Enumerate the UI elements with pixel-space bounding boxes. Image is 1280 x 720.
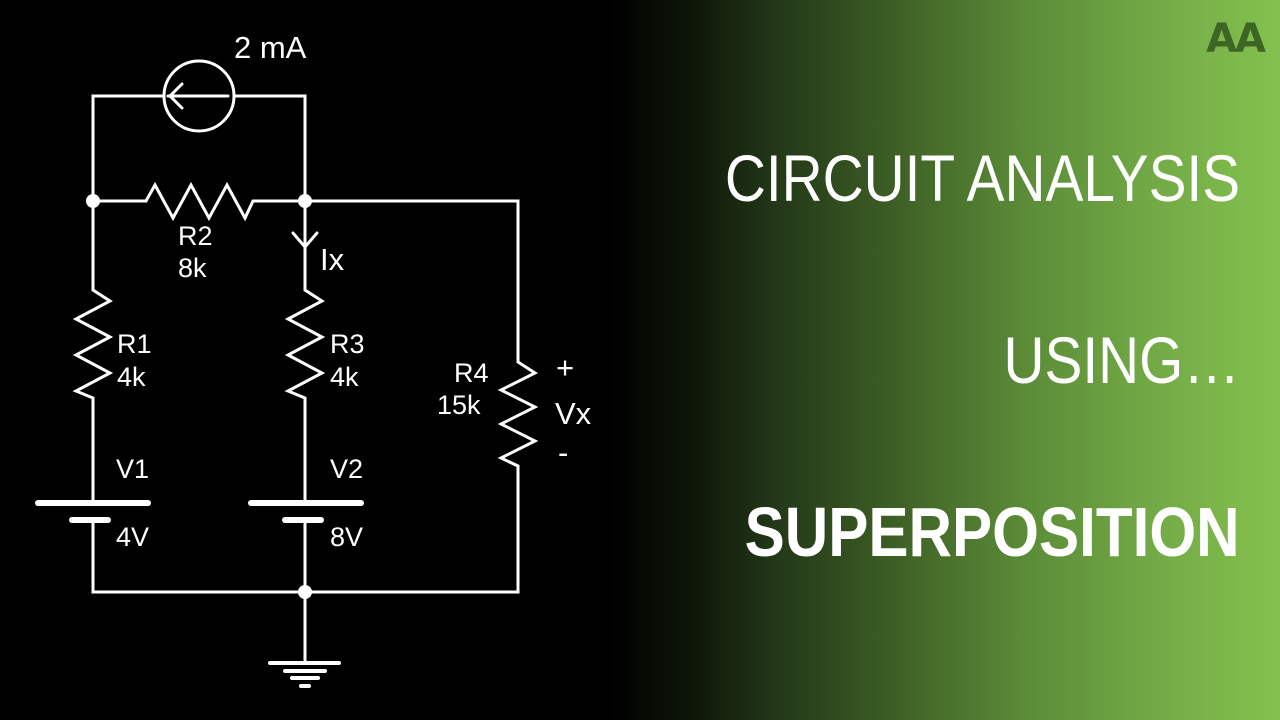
- wire-v1-bottom: [91, 518, 307, 594]
- resistor-r4: [303, 360, 539, 594]
- current-source: [162, 59, 236, 133]
- circuit-schematic: 2 mA R2 8k R1 4k V1 4V Ix R3 4k V2 8V R4…: [0, 0, 640, 720]
- wire-top-right: [232, 94, 307, 203]
- title-circuit-analysis: CIRCUIT ANALYSIS: [724, 141, 1240, 215]
- wire-top-left: [91, 94, 165, 203]
- title-using: USING…: [1003, 323, 1240, 397]
- r2-value: 8k: [178, 253, 207, 283]
- vx-minus: -: [558, 435, 568, 470]
- r2-name: R2: [178, 221, 213, 251]
- v1-value: 4V: [116, 522, 149, 552]
- channel-logo: AA: [1206, 16, 1266, 62]
- resistor-r3: [284, 199, 326, 505]
- current-source-value: 2 mA: [234, 30, 307, 65]
- r4-name: R4: [454, 358, 489, 388]
- ix-label: Ix: [320, 242, 345, 277]
- vx-plus: +: [556, 350, 574, 385]
- r3-value: 4k: [330, 362, 359, 392]
- v2-name: V2: [330, 454, 363, 484]
- v2-value: 8V: [330, 522, 363, 552]
- vx-label: Vx: [555, 396, 592, 431]
- r1-value: 4k: [117, 362, 146, 392]
- resistor-r1: [72, 199, 114, 505]
- resistor-r2: [144, 181, 307, 222]
- r1-name: R1: [117, 329, 152, 359]
- arrow-left-icon: [166, 82, 230, 110]
- ground-icon: [268, 661, 341, 688]
- wire-mid-right: [303, 199, 520, 364]
- r4-value: 15k: [437, 390, 481, 420]
- title-superposition: SUPERPOSITION: [744, 493, 1240, 571]
- r3-name: R3: [330, 329, 365, 359]
- current-source-circle: [162, 59, 236, 133]
- v1-name: V1: [116, 454, 149, 484]
